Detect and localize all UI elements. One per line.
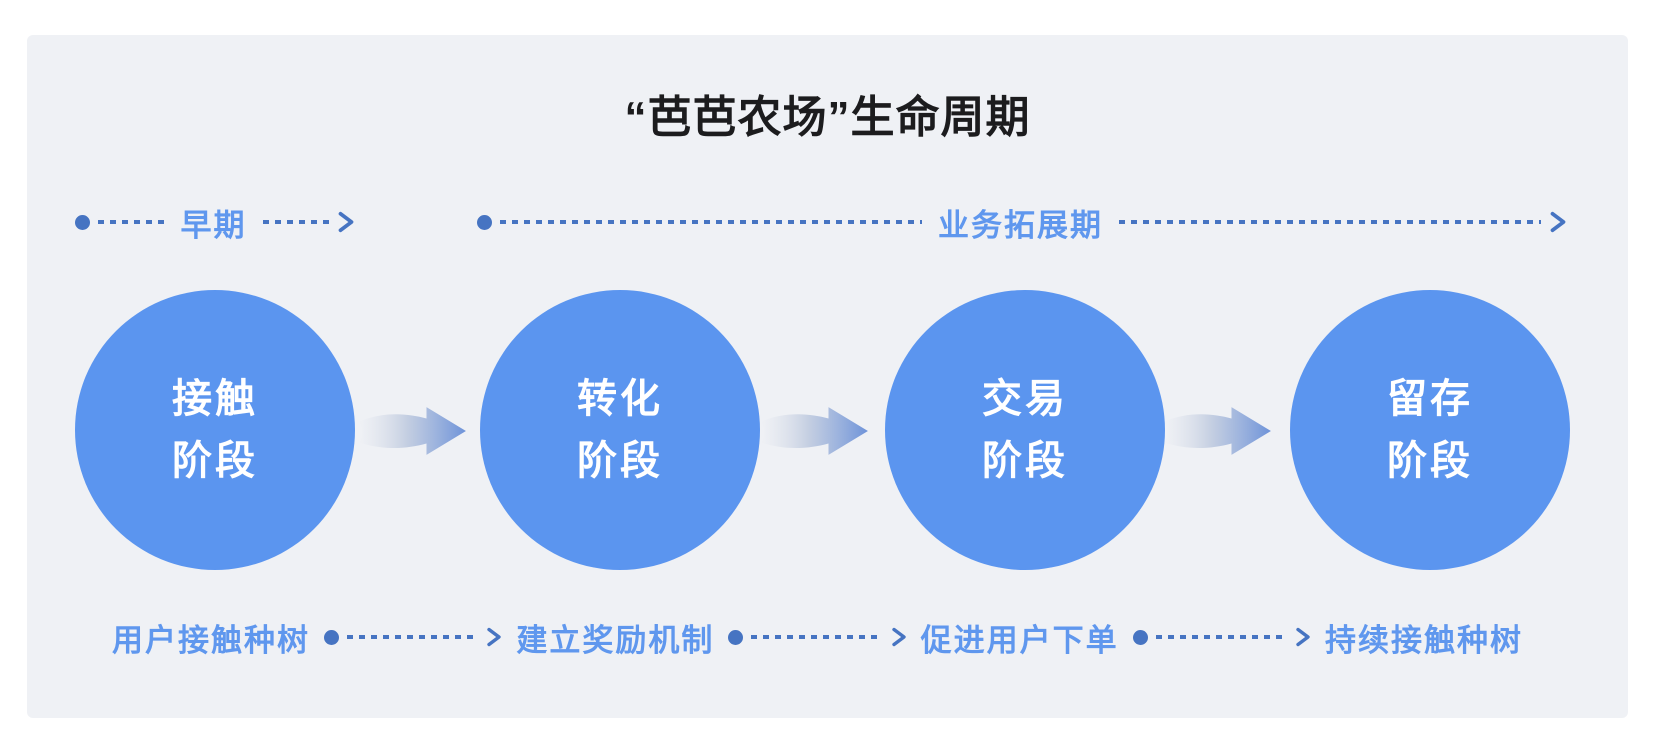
dashed-line — [1155, 635, 1287, 639]
step-label-continuous-contact: 持续接触种树 — [1324, 622, 1523, 658]
stage-circle-text: 留存 阶段 — [1387, 368, 1473, 492]
stage-circle-conversion: 转化 阶段 — [480, 290, 760, 570]
step-dot-icon — [1132, 629, 1148, 645]
step-arrow — [728, 625, 906, 649]
stage-label-line1: 留存 — [1387, 377, 1473, 421]
stage-circle-text: 转化 阶段 — [577, 368, 663, 492]
step-label-promote-orders: 促进用户下单 — [920, 622, 1119, 658]
stage-circle-contact: 接触 阶段 — [75, 290, 355, 570]
step-arrow — [324, 625, 502, 649]
arrowhead-icon — [1295, 627, 1311, 647]
lifecycle-card: “芭芭农场”生命周期 早期 业务拓展期 — [27, 35, 1628, 718]
dashed-line — [1119, 220, 1541, 224]
timeline-expansion-arrow: 业务拓展期 — [477, 204, 1567, 243]
timeline-early-arrow: 早期 — [75, 204, 355, 243]
arrowhead-icon — [1549, 211, 1567, 233]
stage-label-line1: 交易 — [982, 377, 1068, 421]
gradient-arrow-icon — [761, 407, 868, 455]
dashed-line — [751, 635, 883, 639]
arrowhead-icon — [337, 211, 355, 233]
timeline-expansion-label: 业务拓展期 — [938, 207, 1103, 243]
dashed-line — [262, 220, 329, 224]
stage-label-line2: 阶段 — [577, 439, 663, 483]
stage-circle-transaction: 交易 阶段 — [885, 290, 1165, 570]
stage-label-line2: 阶段 — [1387, 439, 1473, 483]
step-dot-icon — [324, 629, 339, 645]
stage-label-line2: 阶段 — [982, 439, 1068, 483]
timeline-start-dot-icon — [477, 214, 492, 230]
bottom-flow: 用户接触种树 建立奖励机制 促进用户 — [112, 615, 1523, 659]
dashed-line — [347, 635, 479, 639]
stage-circle-text: 接触 阶段 — [172, 368, 258, 492]
stage-label-line1: 接触 — [172, 377, 258, 421]
stage-circle-text: 交易 阶段 — [982, 368, 1068, 492]
stage-label-line1: 转化 — [577, 377, 663, 421]
timeline-early-label: 早期 — [180, 207, 247, 243]
gradient-arrow-icon — [359, 407, 466, 455]
timeline-start-dot-icon — [75, 214, 90, 230]
dashed-line — [98, 220, 165, 224]
diagram-title: “芭芭农场”生命周期 — [624, 93, 1031, 142]
step-label-reward-mechanism: 建立奖励机制 — [516, 622, 715, 658]
stage-circle-retention: 留存 阶段 — [1290, 290, 1570, 570]
step-dot-icon — [728, 629, 744, 645]
arrowhead-icon — [891, 627, 907, 647]
gradient-arrow-icon — [1164, 407, 1271, 455]
step-label-contact-trees: 用户接触种树 — [112, 622, 310, 658]
step-arrow — [1132, 625, 1311, 649]
dashed-line — [500, 220, 922, 224]
stage-label-line2: 阶段 — [172, 439, 258, 483]
arrowhead-icon — [486, 627, 502, 647]
